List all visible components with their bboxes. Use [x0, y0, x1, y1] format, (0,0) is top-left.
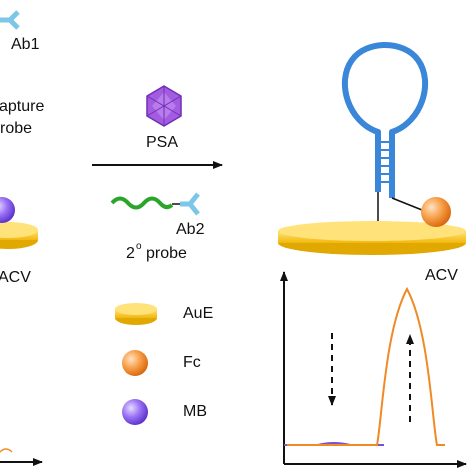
probe2-label: probe	[146, 245, 187, 262]
legend-aue-icon	[115, 303, 157, 325]
legend-fc-label: Fc	[183, 354, 201, 371]
left-mb-sphere-icon	[0, 197, 15, 223]
ab2-label: Ab2	[176, 221, 205, 238]
ab1-label: Ab1	[11, 36, 40, 53]
left-electrode-disc-icon	[0, 222, 38, 249]
right-acv-label: ACV	[425, 267, 458, 284]
legend-mb-label: MB	[183, 403, 207, 420]
probe-strand-icon	[110, 196, 182, 210]
right-electrode-disc-icon	[278, 221, 466, 255]
left-plot-axes	[0, 448, 43, 466]
left-acv-label: ACV	[0, 269, 31, 286]
fc-signal-curve	[287, 286, 445, 446]
probe2-number: 2	[126, 245, 135, 262]
legend-mb-sphere-icon	[122, 399, 148, 425]
legend-fc-sphere-icon	[122, 350, 148, 376]
legend-aue-label: AuE	[183, 305, 214, 322]
hairpin-icon	[341, 42, 429, 228]
ab2-antibody-icon	[180, 192, 200, 216]
psa-virus-icon	[146, 85, 182, 127]
right-plot-axes	[280, 271, 467, 468]
capture-probe-label-line2: robe	[0, 120, 33, 137]
probe2-degree-sup: o	[136, 241, 142, 252]
psa-label: PSA	[146, 134, 179, 151]
capture-probe-label-line1: apture	[0, 98, 45, 115]
ab1-antibody-icon	[0, 10, 20, 30]
right-fc-sphere-icon	[421, 197, 451, 227]
